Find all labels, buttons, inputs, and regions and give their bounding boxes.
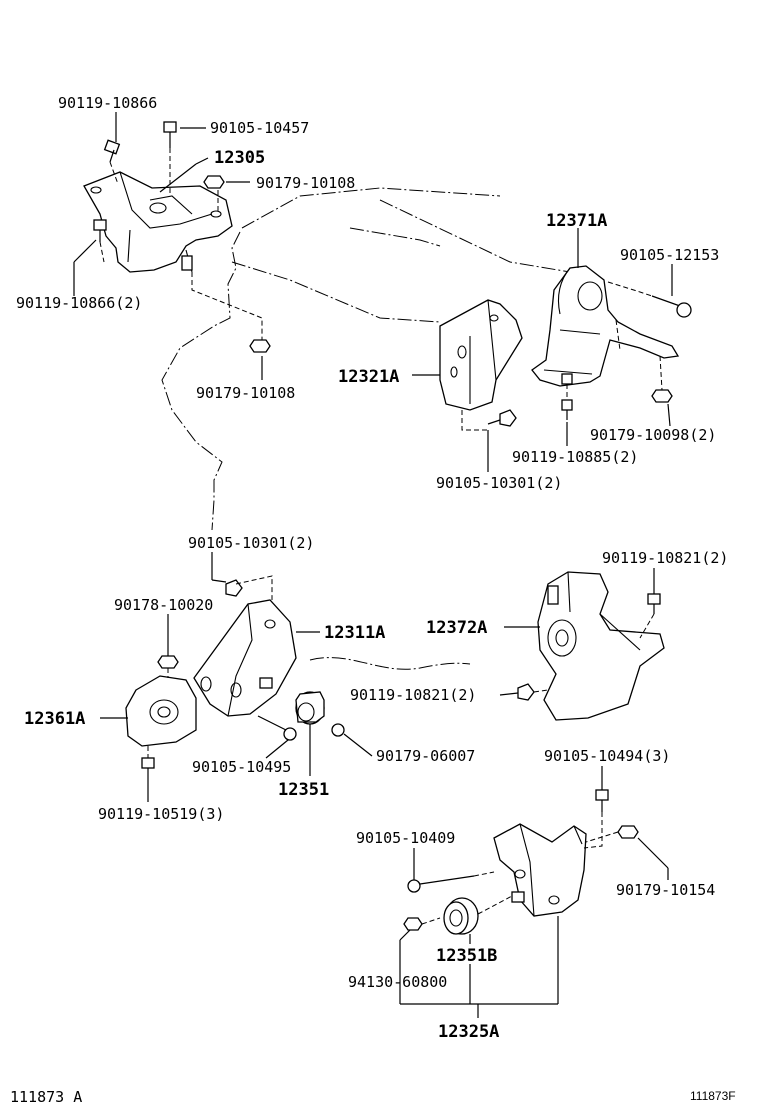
footer-left-code: 111873 A (10, 1088, 82, 1106)
part-12361A-mount (125, 675, 197, 747)
engine-outline (161, 187, 571, 670)
part-12325A-bracket (493, 823, 587, 917)
label-90105-10409: 90105-10409 (356, 829, 455, 847)
label-90105-10495: 90105-10495 (192, 758, 291, 776)
nut-90179-10108-top (203, 175, 225, 189)
footer: 111873 A 111873F (10, 1088, 736, 1106)
part-12321A-bracket (439, 299, 523, 411)
part-labels: 90119-10866 90105-10457 12305 90179-1010… (16, 94, 728, 1042)
label-90105-10301-2-upper: 90105-10301(2) (436, 474, 562, 492)
bushing-12351B (443, 897, 479, 935)
label-90105-10457: 90105-10457 (210, 119, 309, 137)
part-12305-bracket (83, 171, 233, 273)
label-90179-10108-mid: 90179-10108 (196, 384, 295, 402)
assembly-lines (99, 148, 663, 925)
label-12321A: 12321A (338, 367, 399, 387)
bolt-90119-10866-2 (93, 219, 107, 242)
part-12351-bushing (295, 691, 325, 725)
label-12371A: 12371A (546, 211, 607, 231)
nut-90179-10108-mid (249, 339, 271, 353)
bolt-90119-10866-top (103, 139, 121, 163)
nut-90178-10020 (157, 655, 179, 669)
bolt-90105-10495 (257, 715, 297, 741)
bolt-90105-10494 (595, 789, 609, 812)
label-90119-10885-2: 90119-10885(2) (512, 448, 638, 466)
label-90119-10821-2-left: 90119-10821(2) (350, 686, 476, 704)
bolt-90105-12153 (651, 295, 692, 318)
label-90119-10519-3: 90119-10519(3) (98, 805, 224, 823)
label-90105-12153: 90105-12153 (620, 246, 719, 264)
label-94130-60800: 94130-60800 (348, 973, 447, 991)
label-90179-10154: 90179-10154 (616, 881, 715, 899)
leader-lines (73, 112, 673, 1018)
label-90119-10821-2-right: 90119-10821(2) (602, 549, 728, 567)
label-90179-10108-top: 90179-10108 (256, 174, 355, 192)
part-12371A-mount (531, 265, 680, 387)
label-90119-10866-2: 90119-10866(2) (16, 294, 142, 312)
nut-90179-06007 (331, 723, 345, 737)
label-90179-10098-2: 90179-10098(2) (590, 426, 716, 444)
label-90119-10866-top: 90119-10866 (58, 94, 157, 112)
nut-90179-10098 (651, 389, 673, 403)
label-12351: 12351 (278, 780, 329, 800)
nut-90179-10154 (617, 825, 639, 839)
label-90105-10494-3: 90105-10494(3) (544, 747, 670, 765)
label-12325A: 12325A (438, 1022, 499, 1042)
nut-94130-60800 (403, 917, 423, 931)
label-12372A: 12372A (426, 618, 487, 638)
label-90178-10020: 90178-10020 (114, 596, 213, 614)
bolt-90119-10885 (561, 399, 573, 420)
label-12311A: 12311A (324, 623, 385, 643)
part-12311A-bracket (193, 599, 297, 717)
label-12305: 12305 (214, 148, 265, 168)
bolt-90119-10821-right (647, 593, 661, 614)
bolt-90105-10301-lower (225, 579, 243, 597)
bolt-90105-10457 (163, 121, 177, 148)
footer-right-code: 111873F (690, 1089, 736, 1103)
part-12372A-mount (537, 571, 665, 721)
label-12351B: 12351B (436, 946, 497, 966)
label-12361A: 12361A (24, 709, 85, 729)
bolt-90105-10409 (407, 875, 475, 893)
label-90179-06007: 90179-06007 (376, 747, 475, 765)
label-90105-10301-2-lower: 90105-10301(2) (188, 534, 314, 552)
bolt-90119-10821-left (517, 683, 535, 701)
bolt-90119-10519 (141, 757, 155, 780)
bolt-90105-10301-upper (487, 409, 517, 427)
